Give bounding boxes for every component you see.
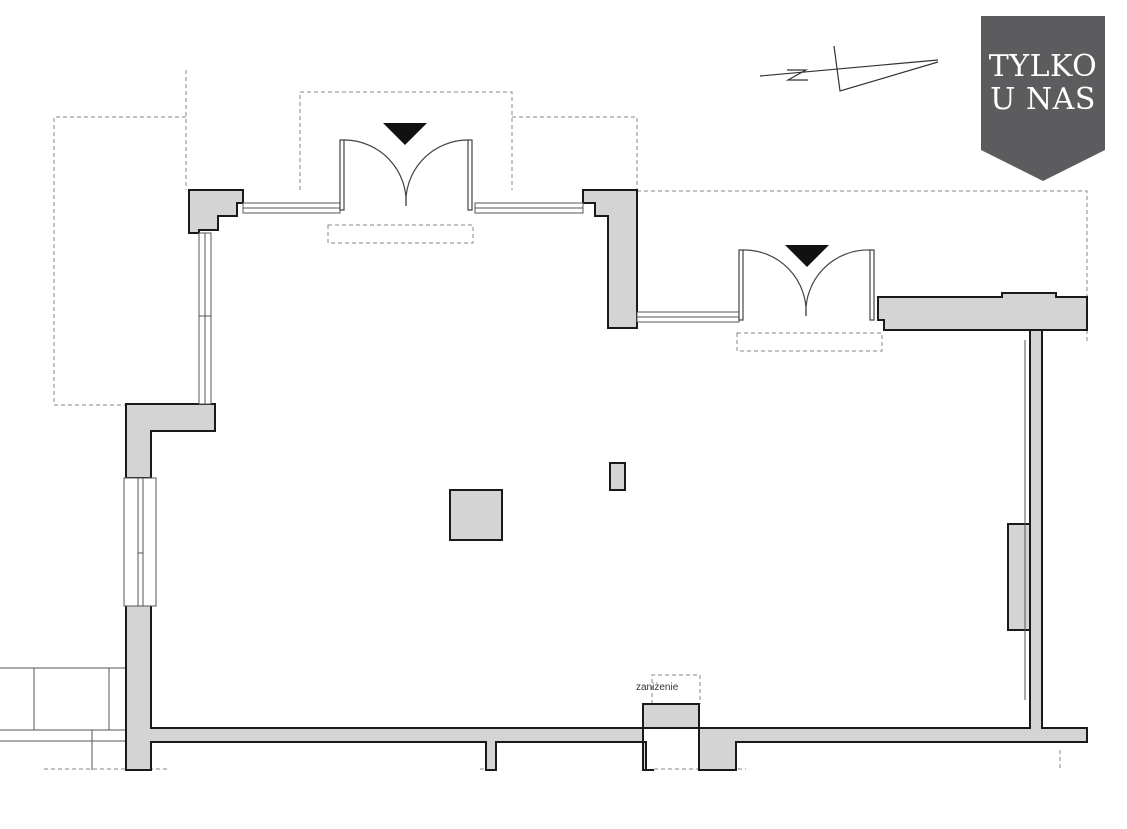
lowered-ceiling-outline bbox=[651, 674, 701, 704]
window-left-lower bbox=[123, 477, 157, 607]
promo-badge-line1: TYLKO bbox=[988, 49, 1098, 84]
north-arrow-icon bbox=[759, 45, 939, 92]
wall-left-upper bbox=[125, 403, 216, 479]
door-right bbox=[738, 249, 875, 321]
adjacent-building bbox=[0, 667, 127, 770]
column-large bbox=[449, 489, 503, 541]
wall-corner-top-left bbox=[188, 189, 244, 234]
doormat-2 bbox=[736, 332, 883, 352]
entrance-arrow-icon bbox=[785, 245, 829, 267]
promo-badge-line2: U NAS bbox=[990, 82, 1096, 117]
promo-badge-text: TYLKO U NAS bbox=[981, 50, 1105, 116]
doors bbox=[339, 139, 875, 321]
wall-right-projection bbox=[1007, 523, 1031, 631]
door-top bbox=[339, 139, 473, 211]
column-small bbox=[609, 462, 626, 491]
terrace-outlines bbox=[44, 70, 1088, 770]
wall-pillar-center bbox=[582, 189, 638, 329]
lowered-ceiling-label: zaniżenie bbox=[636, 682, 679, 693]
windows bbox=[123, 202, 740, 607]
wall-right-top bbox=[877, 292, 1088, 331]
walls bbox=[125, 189, 1088, 771]
doormat-1 bbox=[327, 224, 474, 244]
entrance-arrow-icon bbox=[383, 123, 427, 145]
promo-badge bbox=[981, 16, 1105, 181]
wall-perimeter-bottom bbox=[125, 329, 1088, 771]
